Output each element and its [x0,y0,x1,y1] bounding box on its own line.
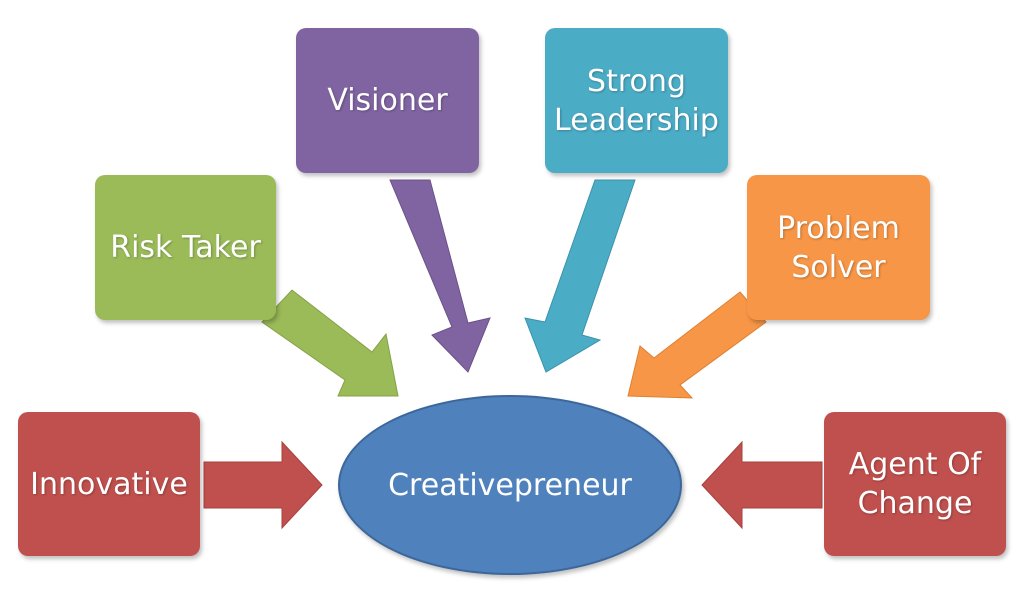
visioner-node: Visioner [296,28,479,173]
innovative-label: Innovative [30,466,188,502]
agent-of-change-arrow [701,440,823,530]
problem-solver-node: Problem Solver [747,175,930,320]
creativepreneur-center-node: Creativepreneur [338,395,682,575]
problem-solver-label: Problem Solver [777,210,900,285]
problem-solver-arrow [627,291,767,399]
innovative-arrow [203,440,323,530]
center-label: Creativepreneur [388,467,632,503]
risk-taker-node: Risk Taker [95,175,276,320]
strong-leadership-label: Strong Leadership [554,63,719,138]
visioner-arrow [389,179,491,373]
strong-leadership-node: Strong Leadership [545,28,728,173]
agent-of-change-label: Agent Of Change [848,447,982,521]
risk-taker-arrow [261,289,399,397]
agent-of-change-node: Agent Of Change [824,412,1006,556]
visioner-label: Visioner [327,83,448,118]
innovative-node: Innovative [18,412,200,556]
strong-leadership-arrow [524,179,636,373]
risk-taker-label: Risk Taker [110,230,261,265]
